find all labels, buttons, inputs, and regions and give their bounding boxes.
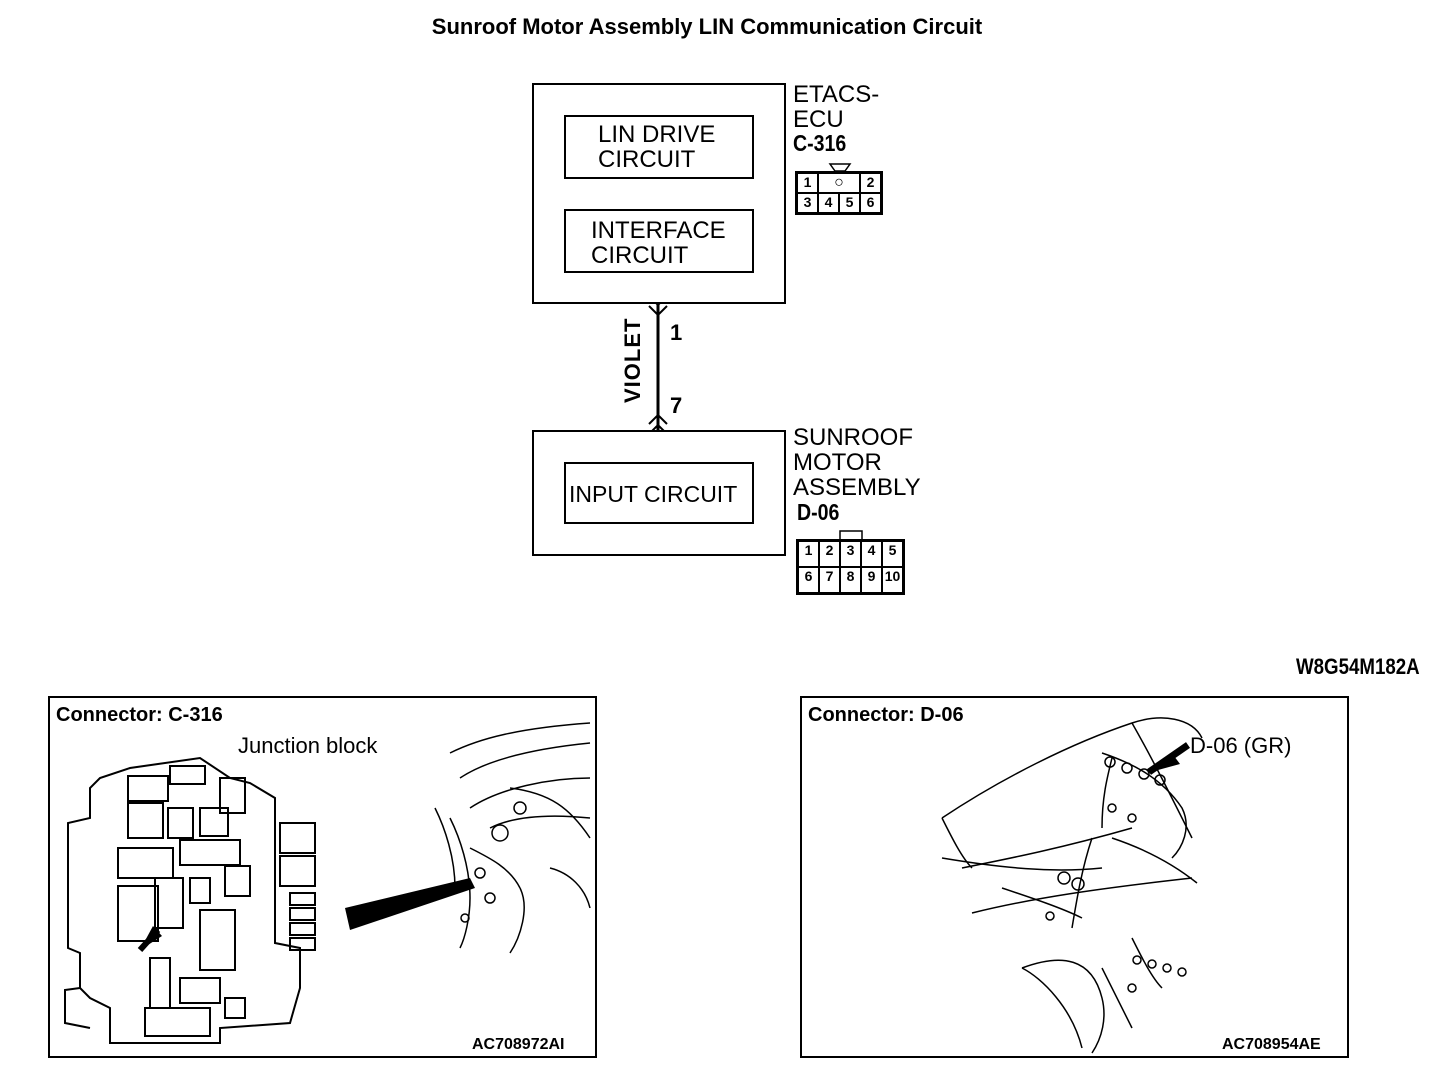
junction-block-callout-wedge	[345, 878, 475, 930]
dashboard-harness-icon	[434, 722, 591, 954]
c316-pin: 5	[839, 193, 860, 213]
lin-drive-circuit-box: LIN DRIVE CIRCUIT	[564, 115, 754, 179]
sunroof-label-line1: SUNROOF	[793, 424, 913, 451]
d06-pin: 8	[840, 567, 861, 593]
etacs-label-line2: ECU	[793, 106, 844, 133]
c316-pin-blank: ○	[818, 173, 860, 193]
d06-pin: 9	[861, 567, 882, 593]
input-circuit-label: INPUT CIRCUIT	[569, 481, 738, 507]
diagram-code: W8G54M182A	[1296, 654, 1420, 679]
d06-pin: 4	[861, 541, 882, 567]
panel-right-code: AC708954AE	[1222, 1036, 1321, 1053]
d06-pin: 7	[819, 567, 840, 593]
roof-connectors-icon	[1045, 756, 1187, 993]
panel-left-title: Connector: C-316	[56, 704, 223, 726]
lin-drive-label-line1: LIN DRIVE	[598, 121, 716, 148]
diagram-title: Sunroof Motor Assembly LIN Communication…	[431, 14, 983, 39]
panel-right-caption: D-06 (GR)	[1190, 733, 1292, 758]
c316-pin-row2-group: 3 4 5 6	[797, 193, 881, 213]
connector-chevron-bottom-inner	[648, 413, 668, 425]
lin-drive-label-line2: CIRCUIT	[598, 146, 696, 173]
sunroof-label-line3: ASSEMBLY	[793, 474, 921, 501]
wire-pin-top: 1	[670, 320, 683, 345]
interface-label-line2: CIRCUIT	[591, 242, 689, 269]
c316-pin: 4	[818, 193, 839, 213]
d06-pin: 2	[819, 541, 840, 567]
c316-pin-row1: 1 ○ 2 3 4 5 6	[795, 171, 883, 215]
sunroof-label: SUNROOF MOTOR ASSEMBLY	[793, 425, 921, 500]
roof-outline-icon	[941, 717, 1203, 1054]
c316-pin: 1	[797, 173, 818, 193]
c316-pin: 6	[860, 193, 881, 213]
c316-pin: 2	[860, 173, 881, 193]
junction-block-icon	[64, 756, 316, 1044]
panel-left-code: AC708972AI	[472, 1036, 565, 1053]
wire-color-label: VIOLET	[620, 317, 645, 403]
interface-label-line1: INTERFACE	[591, 217, 726, 244]
c316-pin: 3	[797, 193, 818, 213]
d06-connector-id: D-06	[797, 499, 840, 525]
etacs-label: ETACS- ECU	[793, 82, 879, 132]
d06-pin: 10	[882, 567, 903, 593]
c316-connector-id: C-316	[793, 130, 847, 156]
d06-pin: 3	[840, 541, 861, 567]
roof-harness-illustration	[941, 717, 1203, 1054]
wire-pin-bottom: 7	[670, 393, 683, 418]
d06-pin: 6	[798, 567, 819, 593]
c316-key-icon	[828, 163, 852, 172]
d06-pin-grid: 1 2 3 4 5 6 7 8 9 10	[796, 539, 905, 595]
connector-c316-panel: Connector: C-316 Junction block	[48, 696, 597, 1058]
connector-d06-panel: Connector: D-06 D-06 (GR)	[800, 696, 1349, 1058]
sunroof-label-line2: MOTOR	[793, 449, 882, 476]
connector-chevron-top-inner	[648, 305, 668, 317]
d06-pin: 1	[798, 541, 819, 567]
panel-left-caption: Junction block	[238, 733, 378, 758]
d06-pin: 5	[882, 541, 903, 567]
interface-circuit-box: INTERFACE CIRCUIT	[564, 209, 754, 273]
panel-right-title: Connector: D-06	[808, 704, 964, 726]
junction-block-illustration	[64, 722, 591, 1044]
input-circuit-box: INPUT CIRCUIT	[564, 462, 754, 524]
etacs-label-line1: ETACS-	[793, 81, 880, 108]
